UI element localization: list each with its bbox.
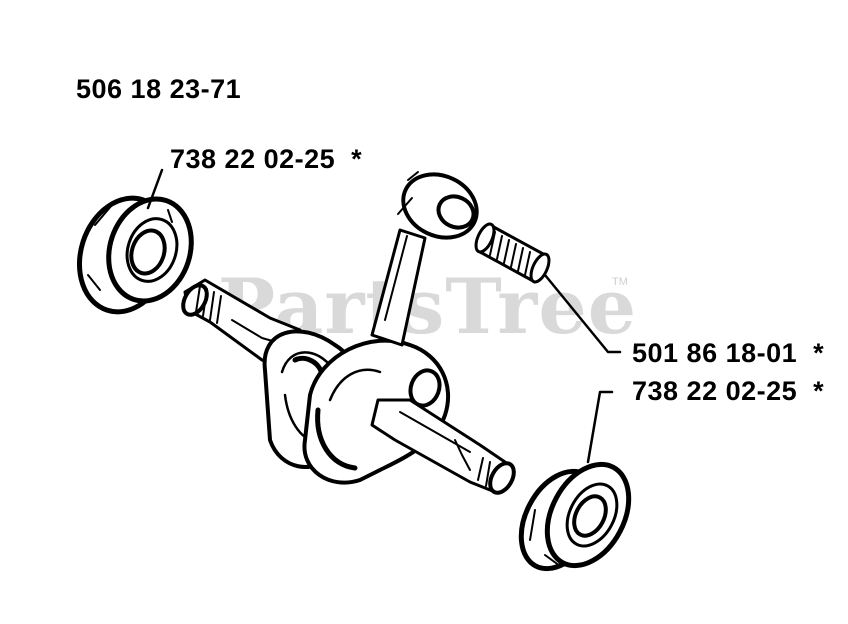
callout-needle-bearing: 501 86 18-01 *	[632, 340, 824, 367]
callout-marker: *	[813, 376, 825, 406]
callout-marker: *	[351, 144, 363, 174]
assembly-part-number: 506 18 23-71	[76, 74, 242, 104]
leader-line-top	[146, 168, 164, 210]
callout-part-number: 738 22 02-25	[632, 376, 798, 406]
trademark-mark: TM	[612, 276, 628, 288]
leader-line-bottom	[586, 390, 614, 464]
leader-line-needle	[543, 273, 622, 354]
callout-marker: *	[813, 338, 825, 368]
bearing-top-icon	[76, 195, 194, 315]
connecting-rod	[370, 171, 479, 347]
callout-bearing-top: 738 22 02-25 *	[170, 146, 362, 173]
callout-bearing-bottom: 738 22 02-25 *	[632, 378, 824, 405]
bearing-bottom-icon	[518, 461, 632, 572]
callout-part-number: 738 22 02-25	[170, 144, 336, 174]
crankshaft-right-shaft	[370, 398, 516, 495]
callout-part-number: 501 86 18-01	[632, 338, 798, 368]
needle-bearing-icon	[474, 222, 551, 284]
